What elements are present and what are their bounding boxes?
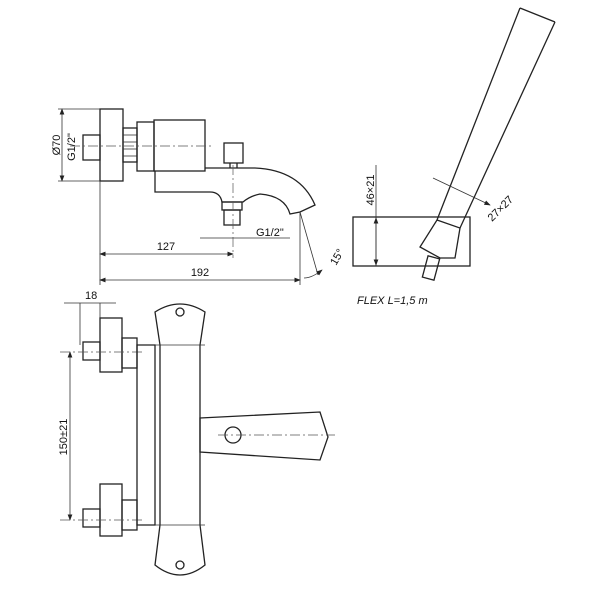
holder-size-label: 46×21: [365, 175, 377, 206]
angle-label: 15°: [328, 247, 347, 267]
centers-label: 150±21: [58, 419, 70, 456]
bottom-connector: [121, 499, 138, 531]
diameter-label: Ø70: [51, 135, 63, 156]
handshower-size-label: 27×27: [486, 194, 516, 224]
diverter-knob: [223, 142, 244, 164]
knurled-connector: [122, 127, 138, 163]
spout-offset-label: 127: [157, 241, 175, 253]
bottom-inlet-nut: [82, 508, 101, 528]
diverter-lever[interactable]: [199, 411, 329, 461]
hand-shower-view: 46×21 27×27 FLEX L=1,5 m: [352, 7, 556, 307]
spout: [154, 167, 316, 215]
hex-nut: [419, 219, 461, 259]
top-wall-plate: [99, 317, 123, 373]
top-connector: [121, 337, 138, 369]
body-bar: [154, 303, 206, 576]
body-left-edge: [136, 344, 156, 526]
handle-edge: [436, 7, 521, 221]
outlet-nut: [221, 201, 243, 211]
wall-holder: [352, 216, 471, 267]
inlet-thread-label: G1/2": [66, 133, 78, 161]
top-screw: [175, 307, 185, 317]
wall-plate: [99, 108, 124, 182]
bottom-screw: [175, 560, 185, 570]
flex-hose-note: FLEX L=1,5 m: [357, 295, 428, 307]
inlet-nut: [82, 134, 101, 161]
projection-label: 192: [191, 267, 209, 279]
body-collar: [136, 121, 155, 172]
bottom-wall-plate: [99, 483, 123, 537]
top-inlet-nut: [82, 341, 101, 361]
outlet-thread-label: G1/2": [256, 227, 284, 239]
front-view-mixer: 18 150±21: [58, 290, 335, 576]
plate-depth-label: 18: [85, 290, 97, 302]
side-view-mixer: Ø70 G1/2" 127 192 G1/2" 15°: [51, 108, 347, 285]
thermostat-body: [153, 119, 206, 172]
hose-thread: [421, 255, 441, 281]
